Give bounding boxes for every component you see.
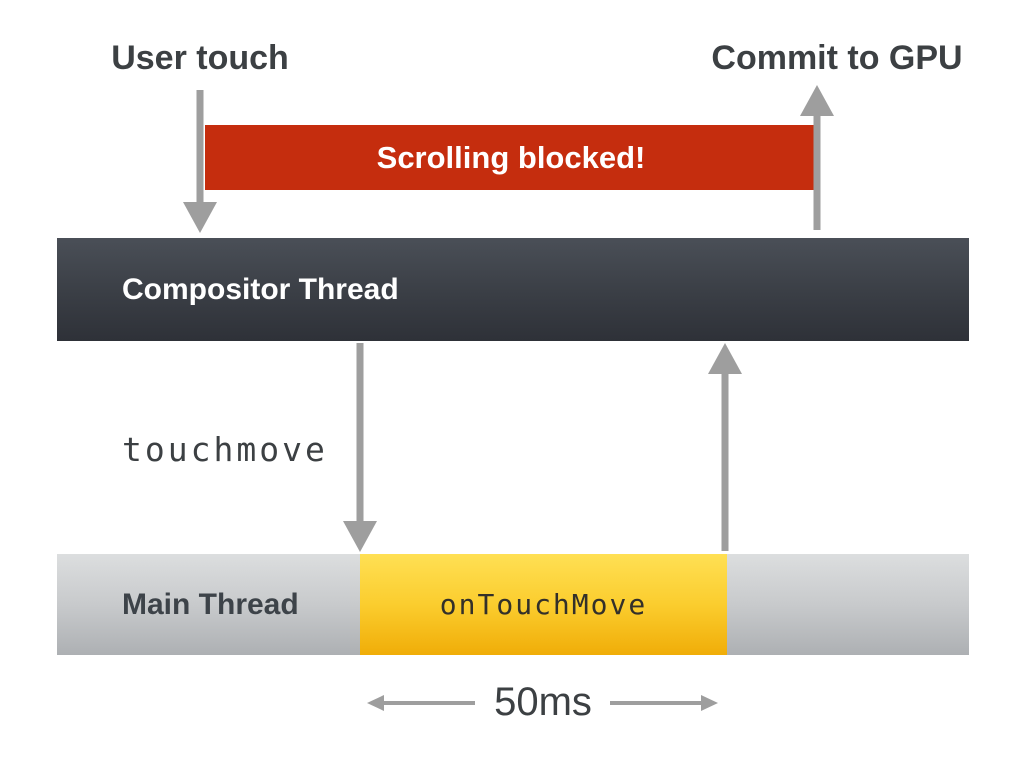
user-touch-arrow-down-icon: [183, 90, 217, 233]
arrow-shaft: [196, 90, 204, 203]
arrow-shaft: [813, 114, 821, 230]
arrow-shaft: [356, 343, 364, 522]
duration-left-arrow-icon: [367, 695, 475, 711]
user-touch-label: User touch: [111, 39, 289, 77]
arrow-shaft: [382, 701, 475, 705]
arrow-head: [183, 202, 217, 233]
duration-right-arrow-icon: [610, 695, 718, 711]
duration-label: 50ms: [494, 680, 592, 724]
compositor-thread-bar: Compositor Thread: [57, 238, 969, 341]
main-thread-return-arrow-up-icon: [708, 343, 742, 551]
arrow-shaft: [721, 373, 729, 551]
main-thread-bar: Main Thread onTouchMove: [57, 554, 969, 655]
arrow-head: [708, 343, 742, 374]
touchmove-arrow-down-icon: [343, 343, 377, 552]
scrolling-blocked-label: Scrolling blocked!: [376, 139, 646, 175]
arrow-head: [367, 695, 384, 711]
scrolling-blocked-banner: Scrolling blocked!: [205, 125, 817, 190]
ontouchmove-task-block: onTouchMove: [360, 554, 727, 655]
arrow-head: [800, 85, 834, 116]
arrow-shaft: [610, 701, 703, 705]
ontouchmove-label: onTouchMove: [439, 588, 648, 621]
arrow-head: [343, 521, 377, 552]
touchmove-event-label: touchmove: [122, 430, 328, 469]
main-thread-label: Main Thread: [122, 587, 299, 621]
arrow-head: [701, 695, 718, 711]
compositor-thread-label: Compositor Thread: [122, 272, 399, 306]
commit-to-gpu-label: Commit to GPU: [711, 39, 963, 77]
commit-to-gpu-arrow-up-icon: [800, 85, 834, 230]
